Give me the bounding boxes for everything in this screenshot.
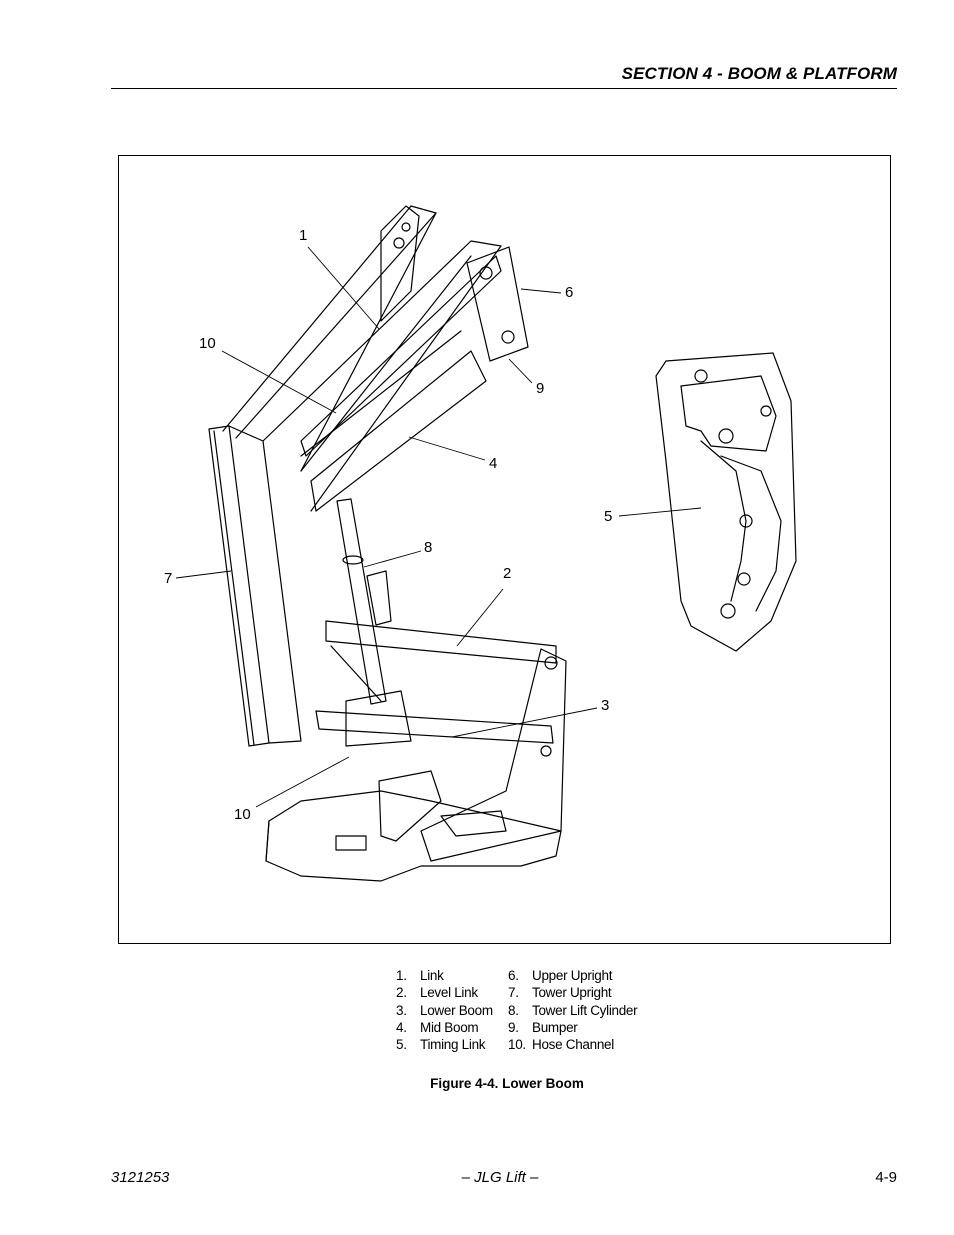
callout-5: 5 [604,508,613,525]
legend-number: 2. [396,985,407,1001]
legend-item: 4. Mid Boom [396,1019,536,1036]
callout-6: 6 [565,284,574,301]
legend-item: 5. Timing Link [396,1036,536,1053]
legend-item: 1. Link [396,967,536,984]
callout-2: 2 [503,565,512,582]
legend-label: Lower Boom [420,1002,493,1018]
legend-label: Tower Lift Cylinder [532,1002,638,1018]
footer-page-number: 4-9 [875,1169,897,1186]
legend-label: Hose Channel [532,1037,614,1053]
legend-item: 2. Level Link [396,984,536,1001]
callout-1: 1 [299,227,308,244]
legend-label: Tower Upright [532,985,612,1001]
legend-item: 7. Tower Upright [508,984,648,1001]
header-rule [111,88,897,89]
legend-number: 1. [396,968,407,983]
legend-number: 4. [396,1019,407,1035]
callout-3: 3 [601,697,610,714]
legend-item: 9. Bumper [508,1019,648,1036]
legend-item: 8. Tower Lift Cylinder [508,1002,648,1019]
callout-4: 4 [489,455,498,472]
legend-label: Timing Link [420,1037,486,1053]
legend-number: 9. [508,1019,519,1035]
legend-label: Link [420,968,444,983]
legend-column-left: 1. Link 2. Level Link 3. Lower Boom 4. Mid B… [396,967,536,1053]
legend-number: 8. [508,1002,519,1018]
section-title: SECTION 4 - BOOM & PLATFORM [621,64,897,83]
legend-number: 3. [396,1002,407,1018]
legend-label: Mid Boom [420,1019,479,1035]
legend-column-right: 6. Upper Upright 7. Tower Upright 8. Tower … [508,967,648,1053]
legend-number: 7. [508,985,519,1001]
callout-10-upper: 10 [199,335,216,352]
legend-number: 6. [508,968,519,983]
legend-item: 10. Hose Channel [508,1036,648,1053]
callout-9: 9 [536,380,545,397]
legend-number: 10. [508,1037,526,1053]
legend-label: Level Link [420,985,478,1001]
figure-caption: Figure 4-4. Lower Boom [430,1076,584,1091]
footer-doc-number: 3121253 [111,1169,170,1186]
callout-8: 8 [424,539,433,556]
legend-item: 6. Upper Upright [508,967,648,984]
footer-publisher: – JLG Lift – [461,1169,539,1186]
legend-label: Bumper [532,1019,578,1035]
callout-10-lower: 10 [234,806,251,823]
legend-item: 3. Lower Boom [396,1002,536,1019]
callout-7: 7 [164,570,173,587]
legend-number: 5. [396,1037,407,1053]
figure-frame: 1 6 10 9 4 5 8 7 2 3 10 [118,155,891,944]
legend-label: Upper Upright [532,968,613,983]
lower-boom-illustration [175,205,797,882]
